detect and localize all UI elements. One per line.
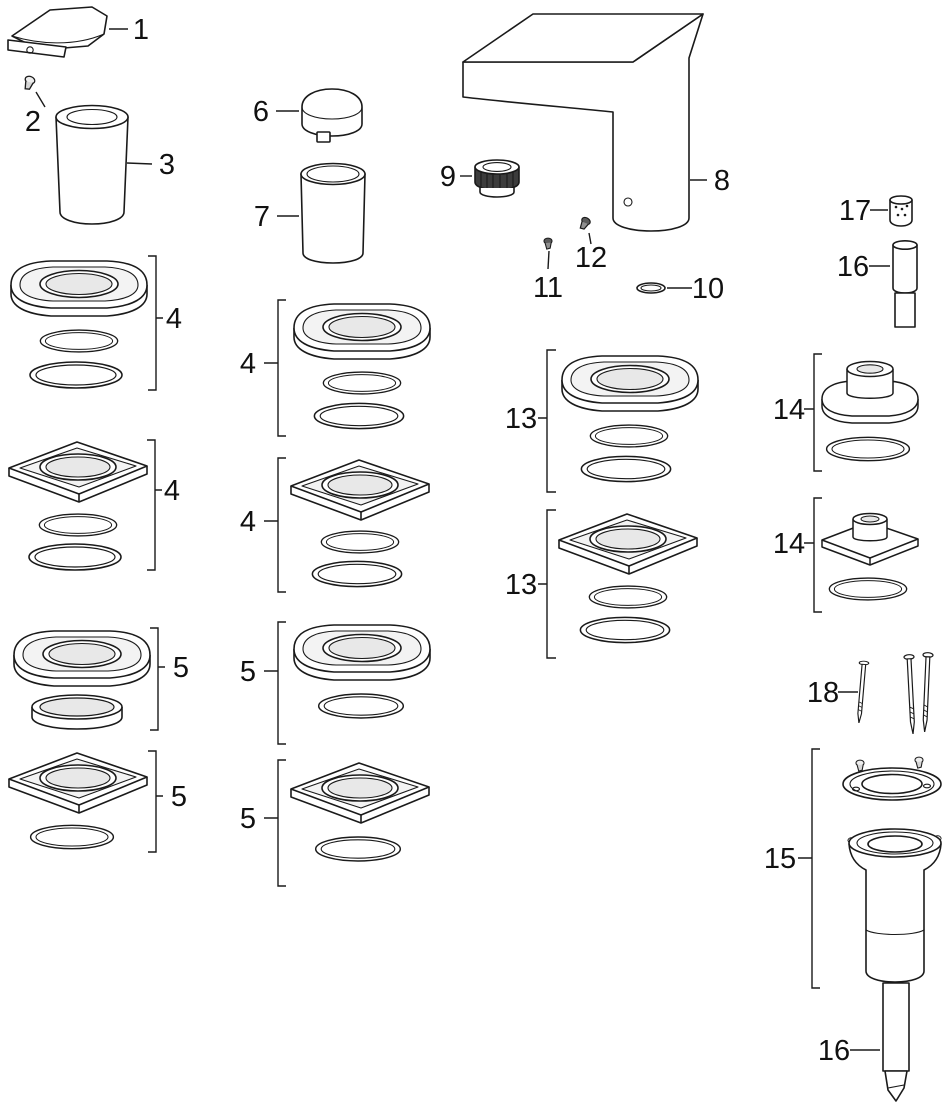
part-3-handle-sleeve — [55, 104, 129, 225]
part-4-escutcheon-square-a — [8, 441, 148, 571]
part-2-handle-screw — [21, 74, 37, 92]
callout-bracket — [538, 509, 556, 659]
part-label-4d: 4 — [240, 506, 256, 538]
part-label-15: 15 — [764, 843, 796, 875]
part-label-5c: 5 — [240, 656, 256, 688]
callout-bracket — [798, 748, 820, 989]
part-label-4b: 4 — [164, 475, 180, 507]
part-label-7: 7 — [254, 201, 270, 233]
part-label-13b: 13 — [505, 569, 537, 601]
part-label-1: 1 — [133, 14, 149, 46]
callout-bracket — [150, 627, 165, 731]
callout-bracket — [804, 497, 822, 613]
part-10-o-ring — [636, 282, 666, 294]
leader-line — [588, 232, 592, 245]
leader-lines — [35, 28, 890, 1051]
leader-line — [547, 250, 550, 270]
part-label-17: 17 — [839, 195, 871, 227]
part-5-escutcheon-square-b — [8, 752, 148, 850]
part-label-11: 11 — [533, 272, 563, 304]
part-5-escutcheon-square-d — [290, 762, 430, 862]
callout-bracket — [264, 621, 286, 745]
part-label-4a: 4 — [166, 303, 182, 335]
part-6-cartridge-cap — [301, 88, 363, 143]
callout-bracket — [264, 299, 286, 437]
part-label-4c: 4 — [240, 348, 256, 380]
part-label-14a: 14 — [773, 394, 805, 426]
part-label-8: 8 — [714, 165, 730, 197]
part-label-18: 18 — [807, 677, 839, 709]
part-1-handle — [7, 6, 108, 58]
part-15-mounting-assembly — [842, 756, 943, 983]
part-16-hose-upper — [892, 240, 918, 328]
leader-line — [126, 162, 153, 165]
part-4-escutcheon-square-c — [290, 459, 430, 588]
part-label-3: 3 — [159, 149, 175, 181]
part-label-16b: 16 — [818, 1035, 850, 1067]
part-9-aerator — [474, 159, 520, 198]
callout-bracket — [148, 255, 163, 391]
part-label-16a: 16 — [837, 251, 869, 283]
part-label-5a: 5 — [173, 652, 189, 684]
part-4-escutcheon-round-c — [293, 303, 431, 430]
part-label-12: 12 — [575, 242, 607, 274]
callout-bracket — [147, 439, 162, 571]
part-7-cartridge-sleeve — [300, 162, 366, 264]
part-5-escutcheon-round-d — [293, 624, 431, 719]
part-16-hose-lower — [882, 982, 910, 1102]
callout-bracket — [538, 349, 556, 493]
callout-bracket — [264, 759, 286, 887]
part-label-5d: 5 — [240, 803, 256, 835]
part-18-fixing-screws — [853, 651, 934, 735]
part-13-escutcheon-square — [558, 513, 698, 644]
part-label-14b: 14 — [773, 528, 805, 560]
callout-bracket — [804, 353, 822, 472]
part-5-escutcheon-round-b — [13, 630, 151, 730]
part-8-spout — [462, 13, 704, 232]
part-13-escutcheon-round — [561, 355, 699, 483]
callout-bracket — [148, 750, 163, 853]
part-label-6: 6 — [253, 96, 269, 128]
part-label-9: 9 — [440, 161, 456, 193]
part-label-5b: 5 — [171, 781, 187, 813]
part-4-escutcheon-round-a — [10, 260, 148, 389]
part-14-escutcheon-boss-round — [821, 360, 919, 462]
part-labels: 1 2 3 4 4 5 5 6 7 4 4 5 5 9 8 11 12 10 1… — [25, 14, 871, 1067]
part-14-escutcheon-boss-square — [821, 512, 919, 601]
callout-bracket — [264, 457, 286, 593]
part-11-screw-small — [543, 237, 553, 250]
callout-brackets — [147, 255, 822, 989]
part-label-13a: 13 — [505, 403, 537, 435]
leader-line — [35, 91, 46, 108]
part-17-adapter — [889, 195, 913, 227]
part-12-screw-small — [577, 215, 593, 232]
part-label-10: 10 — [692, 273, 724, 305]
part-label-2: 2 — [25, 106, 41, 138]
